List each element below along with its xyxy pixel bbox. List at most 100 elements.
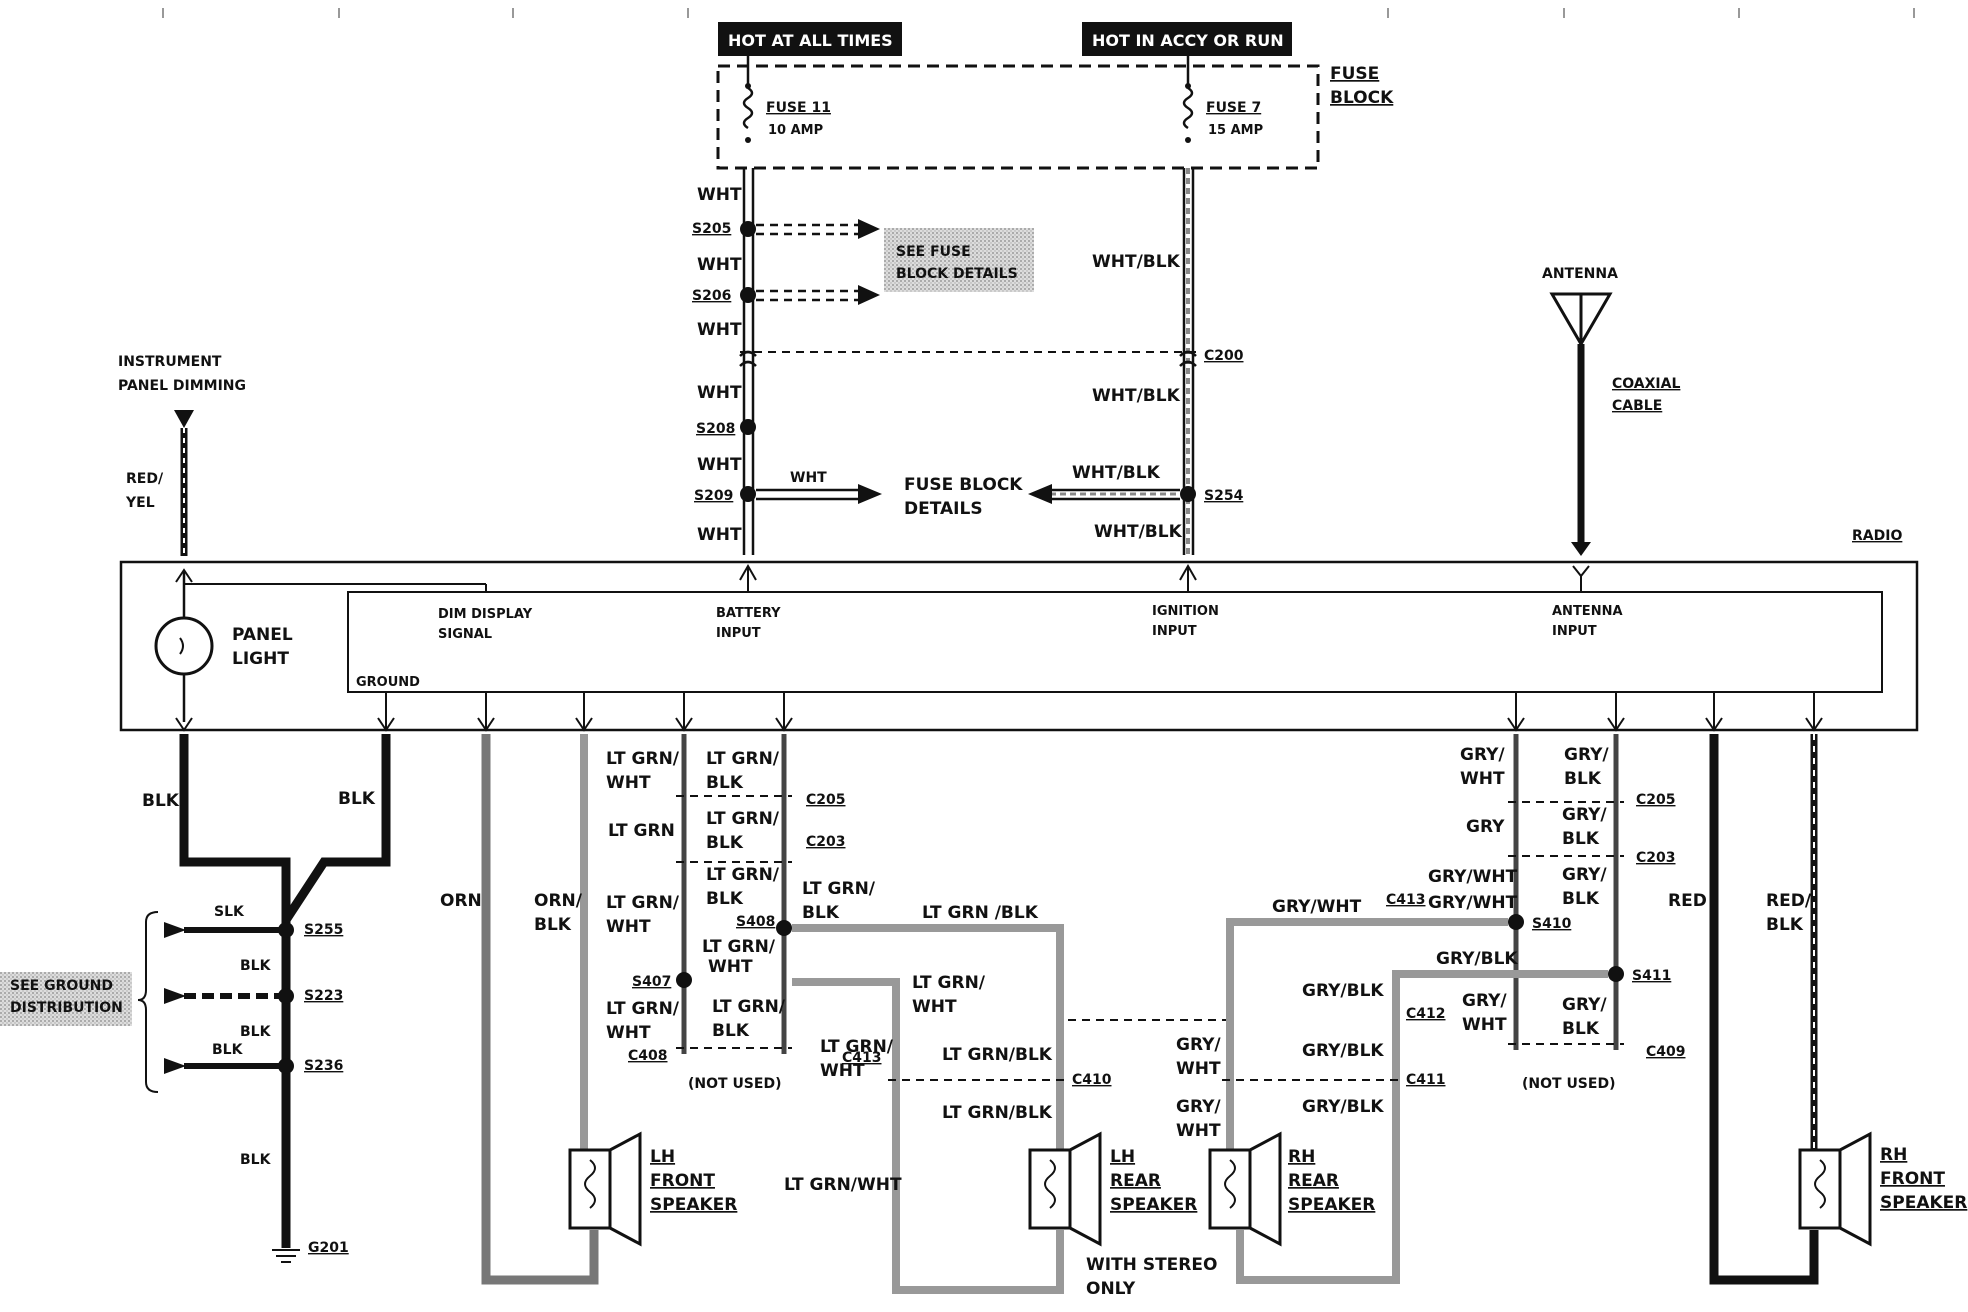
hot-at-all-times-header: HOT AT ALL TIMES: [718, 22, 902, 56]
label-speakers-lh-front-2: SPEAKER: [650, 1195, 737, 1215]
label-splices-s209: S209: [694, 488, 733, 504]
dimming-label-1: INSTRUMENT: [118, 354, 222, 370]
label-wires-gry-slash: GRY/: [1562, 865, 1607, 885]
label-wires-lt-grn-slash: LT GRN/: [802, 879, 876, 899]
label-connectors-c203: C203: [1636, 850, 1676, 866]
label-wires-blk-frag: BLK: [1562, 829, 1600, 849]
see-fuse-block-details-box: [884, 228, 1034, 292]
label-wires-lt-grn: LT GRN: [608, 821, 675, 841]
label-connectors-c409: C409: [1646, 1044, 1686, 1060]
s254-arrow: [1028, 484, 1180, 504]
label-wires-blk-frag: BLK: [706, 833, 744, 853]
label-wires-lt-grn-slash: LT GRN/: [702, 937, 776, 957]
label-wires-red-slash: RED/: [1766, 891, 1812, 911]
label-radio-ground: GROUND: [356, 675, 420, 690]
s209-arrow: [756, 484, 882, 504]
label-wires-blk: BLK: [240, 958, 272, 974]
label-radio-dim2: SIGNAL: [438, 627, 492, 642]
label-splices-s206: S206: [692, 288, 731, 304]
label-wires-wht-frag: WHT: [1176, 1121, 1221, 1141]
label-wires-gry-blk: GRY/BLK: [1302, 1041, 1384, 1061]
label-wires-blk-frag: BLK: [712, 1021, 750, 1041]
label-splices-s254: S254: [1204, 488, 1244, 504]
splice-s209: [740, 486, 756, 502]
label-wires-blk: BLK: [142, 791, 180, 811]
label-speakers-lh-rear-0: LH: [1110, 1147, 1135, 1167]
label-radio-ign1: IGNITION: [1152, 604, 1219, 619]
radio-label: RADIO: [1852, 528, 1902, 544]
label-wires-gry-slash: GRY/: [1176, 1035, 1221, 1055]
label-speakers-rh-front-1: FRONT: [1880, 1169, 1945, 1189]
label-radio-panel-light1: PANEL: [232, 625, 293, 645]
label-radio-bat2: INPUT: [716, 626, 761, 641]
label-wires-blk: BLK: [240, 1024, 272, 1040]
lh-front-speaker-icon: [568, 1131, 642, 1247]
label-wires-lt-grn-wht: LT GRN/WHT: [784, 1175, 902, 1195]
label-wires-blk-frag: BLK: [1562, 1019, 1600, 1039]
label-notes-see-ground1: SEE GROUND: [10, 978, 113, 994]
label-wires-blk-frag: BLK: [1564, 769, 1602, 789]
splice-s205: [740, 221, 756, 237]
label-speakers-rh-rear-1: REAR: [1288, 1171, 1339, 1191]
label-wires-wht: WHT: [697, 455, 742, 475]
label-wires-gry-slash: GRY/: [1176, 1097, 1221, 1117]
label-connectors-c408: C408: [628, 1048, 668, 1064]
label-radio-ant1: ANTENNA: [1552, 604, 1623, 619]
label-wires-lt-grn-slash: LT GRN/: [706, 749, 780, 769]
label-wires-blk: BLK: [338, 789, 376, 809]
lh-rear-speaker-icon: [1028, 1131, 1102, 1247]
label-wires-wht: WHT: [697, 320, 742, 340]
splice-s410: [1508, 914, 1524, 930]
label-wires-lt-grn-blk-spaced: LT GRN /BLK: [922, 903, 1039, 923]
hot-in-accy-header: HOT IN ACCY OR RUN: [1082, 22, 1292, 56]
label-wires-wht-blk: WHT/BLK: [1094, 522, 1183, 542]
label-dimming-wire1: RED/: [126, 471, 164, 487]
label-wires-wht-frag: WHT: [1462, 1015, 1507, 1035]
splice-s407: [676, 972, 692, 988]
see-ground-distribution-box: [0, 972, 132, 1026]
label-wires-wht-frag: WHT: [606, 917, 651, 937]
label-wires-wht-blk: WHT/BLK: [1092, 252, 1181, 272]
label-speakers-rh-rear-2: SPEAKER: [1288, 1195, 1375, 1215]
label-wires-wht-frag: WHT: [912, 997, 957, 1017]
label-radio-ant2: INPUT: [1552, 624, 1597, 639]
lt-grn-blk-wire: [792, 924, 1064, 1150]
fuse11-symbol: [742, 86, 754, 130]
label-wires-wht: WHT: [697, 185, 742, 205]
label-splices-s410: S410: [1532, 916, 1572, 932]
label-dimming-wire2: YEL: [125, 495, 155, 511]
fuse11-label: FUSE 11: [766, 100, 831, 116]
orn-wire: [481, 734, 599, 1285]
label-speakers-rh-rear-0: RH: [1288, 1147, 1315, 1167]
label-speakers-rh-front-0: RH: [1880, 1145, 1907, 1165]
label-wires-lt-grn-slash: LT GRN/: [712, 997, 786, 1017]
splice-s206: [740, 287, 756, 303]
label-wires-lt-grn-blk: LT GRN/BLK: [942, 1045, 1053, 1065]
label-wires-lt-grn-slash: LT GRN/: [606, 893, 680, 913]
label-connectors-c203: C203: [806, 834, 846, 850]
label-wires-wht: WHT: [790, 470, 827, 486]
label-wires-lt-grn-slash: LT GRN/: [706, 865, 780, 885]
label-wires-gry-slash: GRY/: [1460, 745, 1505, 765]
dimming-label-2: PANEL DIMMING: [118, 378, 246, 394]
fuse-block-label-2: BLOCK: [1330, 88, 1394, 108]
label-notes-not-used: (NOT USED): [688, 1076, 781, 1092]
splice-s408: [776, 920, 792, 936]
antenna-label: ANTENNA: [1542, 266, 1618, 282]
label-splices-s208: S208: [696, 421, 735, 437]
splice-s208: [740, 419, 756, 435]
label-wires-red: RED: [1668, 891, 1707, 911]
label-connectors-c205: C205: [806, 792, 846, 808]
hot-at-all-times-text: HOT AT ALL TIMES: [728, 31, 893, 50]
label-radio-panel-light2: LIGHT: [232, 649, 289, 669]
label-wires-lt-grn-slash: LT GRN/: [912, 973, 986, 993]
label-notes-with-stereo2: ONLY: [1086, 1279, 1136, 1299]
hot-in-accy-text: HOT IN ACCY OR RUN: [1092, 31, 1284, 50]
fuse7-symbol: [1182, 86, 1194, 130]
label-wires-wht-frag: WHT: [820, 1061, 865, 1081]
label-connectors-c413: C413: [1386, 892, 1426, 908]
label-connectors-c413: C413: [842, 1050, 882, 1066]
label-wires-gry-wht: GRY/WHT: [1428, 893, 1518, 913]
label-radio-ign2: INPUT: [1152, 624, 1197, 639]
